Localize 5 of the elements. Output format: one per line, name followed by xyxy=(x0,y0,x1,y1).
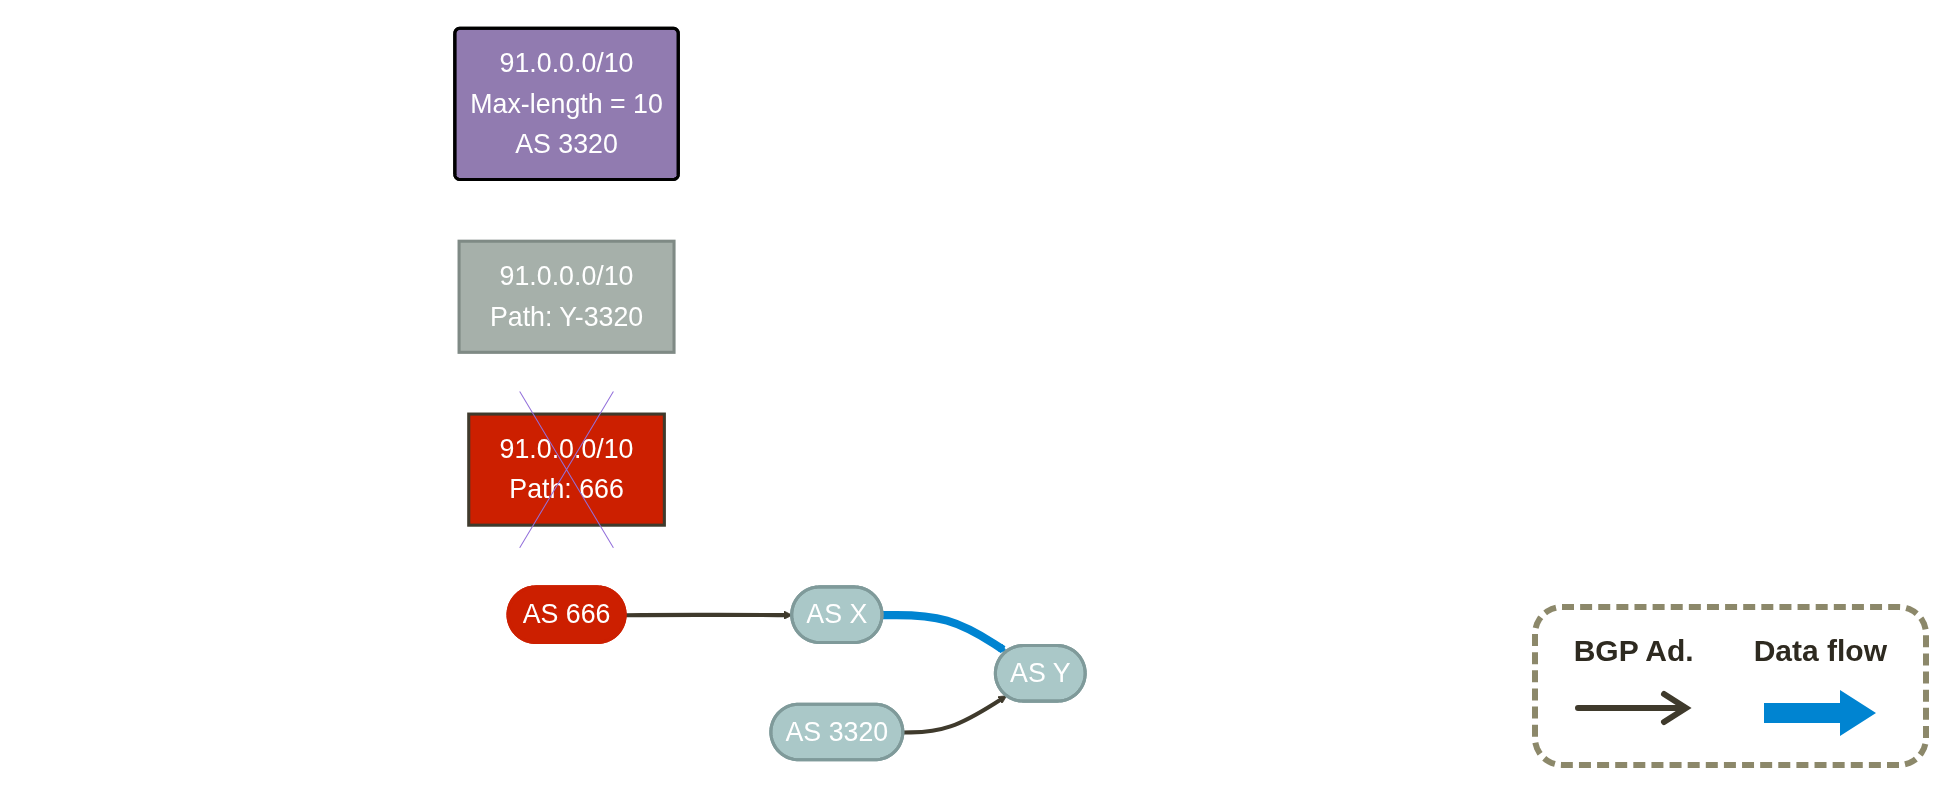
arrow xyxy=(903,695,1008,735)
node-box: 91.0.0.0/10 Path: Y-3320 xyxy=(457,239,676,354)
legend-text: BGP Ad. xyxy=(1573,634,1694,668)
arrow xyxy=(882,611,1008,654)
legend-text: Data flow xyxy=(1753,634,1887,668)
